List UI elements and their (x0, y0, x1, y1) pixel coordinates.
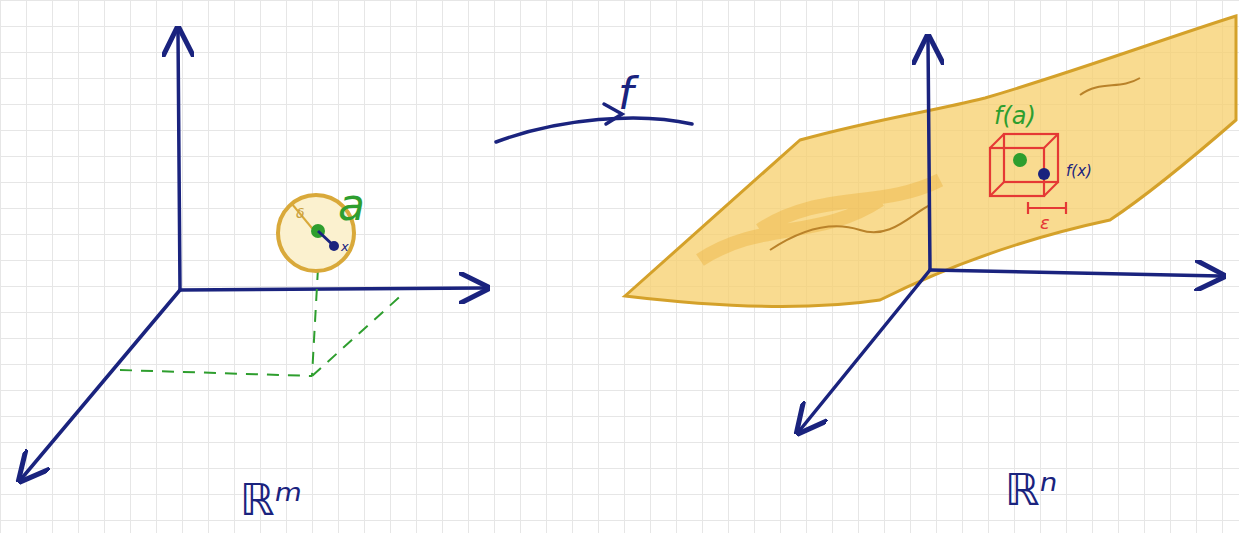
projection-lines (120, 268, 405, 376)
surface-curve (1080, 78, 1140, 95)
surface (625, 16, 1236, 306)
epsilon-label: ε (1040, 214, 1050, 232)
space-label: ℝᵐ (240, 478, 302, 522)
surface-shading (700, 180, 940, 260)
axes-rm (22, 32, 484, 478)
point-fa (1013, 153, 1027, 167)
axes-rn (800, 40, 1220, 430)
image-label: f(x) (1066, 164, 1092, 179)
point-label: x (341, 240, 349, 253)
epsilon-cube (990, 134, 1066, 214)
map-arrow (496, 118, 692, 142)
surface-curve (770, 205, 930, 250)
image-label: f(a) (994, 104, 1036, 128)
space-label: ℝⁿ (1005, 468, 1057, 512)
point-fx (1038, 168, 1050, 180)
point-label: a (338, 183, 365, 227)
radius-label: δ (296, 206, 305, 220)
point-x (329, 241, 339, 251)
map-label: f (618, 72, 634, 116)
